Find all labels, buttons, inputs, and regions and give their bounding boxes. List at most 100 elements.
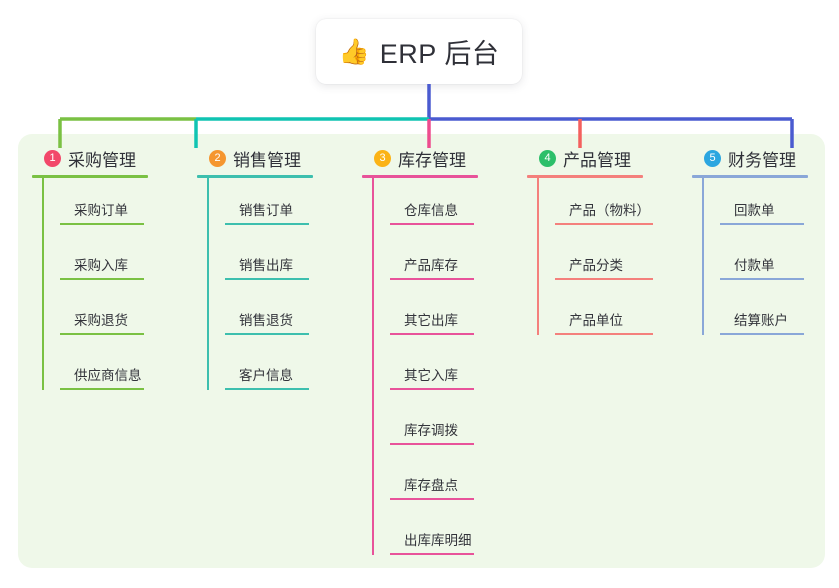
branch-item[interactable]: 库存调拨 [390, 398, 512, 453]
branch-item-rule [720, 278, 804, 280]
branch-spine [702, 178, 704, 335]
branch-item-label: 其它出库 [404, 313, 458, 328]
branch-spine [207, 178, 209, 390]
branch-title: 产品管理 [563, 150, 631, 170]
branch-item-label: 回款单 [734, 203, 775, 218]
branch-item-list: 回款单付款单结算账户 [692, 178, 839, 343]
branch-item[interactable]: 采购入库 [60, 233, 182, 288]
branch-item-label: 供应商信息 [74, 368, 142, 383]
branch-item-label: 产品分类 [569, 258, 623, 273]
branch-header[interactable]: 5 财务管理 [692, 146, 839, 170]
branch-header[interactable]: 4 产品管理 [527, 146, 677, 170]
branch-item[interactable]: 仓库信息 [390, 178, 512, 233]
branch-header[interactable]: 2 销售管理 [197, 146, 347, 170]
branch-item-rule [390, 443, 474, 445]
branch-header-rule [32, 175, 148, 178]
branch-item-label: 结算账户 [734, 313, 788, 328]
branch-item-rule [60, 388, 144, 390]
branch-item[interactable]: 销售出库 [225, 233, 347, 288]
branch-item-list: 销售订单销售出库销售退货客户信息 [197, 178, 347, 398]
root-title: ERP 后台 [379, 39, 500, 69]
branch-item[interactable]: 其它出库 [390, 288, 512, 343]
branch-item-rule [555, 223, 653, 225]
branch-item[interactable]: 库存盘点 [390, 453, 512, 508]
branch-item-label: 库存调拨 [404, 423, 458, 438]
branch-number-badge: 5 [704, 149, 721, 167]
branch-item-rule [390, 388, 474, 390]
branch-item[interactable]: 出库库明细 [390, 508, 512, 563]
branch-item[interactable]: 付款单 [720, 233, 839, 288]
branch-item-label: 出库库明细 [404, 533, 472, 548]
branch-item-rule [555, 278, 653, 280]
branch-item[interactable]: 其它入库 [390, 343, 512, 398]
branch-title: 销售管理 [233, 150, 301, 170]
branch-column: 4 产品管理产品（物料） 产品分类产品单位 [527, 146, 677, 343]
branch-spine [537, 178, 539, 335]
branch-item-label: 销售出库 [239, 258, 293, 273]
branch-column: 3 库存管理仓库信息产品库存其它出库其它入库库存调拨库存盘点出库库明细 [362, 146, 512, 563]
branch-item-label: 仓库信息 [404, 203, 458, 218]
branch-item[interactable]: 采购退货 [60, 288, 182, 343]
branch-item-label: 产品单位 [569, 313, 623, 328]
branch-spine [372, 178, 374, 555]
branch-item-label: 付款单 [734, 258, 775, 273]
branch-item-label: 其它入库 [404, 368, 458, 383]
branch-item-label: 采购退货 [74, 313, 128, 328]
branch-item-rule [60, 223, 144, 225]
branch-item-rule [720, 223, 804, 225]
branch-item-rule [225, 278, 309, 280]
branch-item[interactable]: 采购订单 [60, 178, 182, 233]
branch-title: 采购管理 [68, 150, 136, 170]
branch-item-rule [720, 333, 804, 335]
branch-column: 5 财务管理回款单付款单结算账户 [692, 146, 839, 343]
branch-item-label: 产品（物料） [569, 203, 650, 218]
branch-item-list: 产品（物料） 产品分类产品单位 [527, 178, 677, 343]
branch-header-rule [527, 175, 643, 178]
branch-title: 财务管理 [728, 150, 796, 170]
branch-title: 库存管理 [398, 150, 466, 170]
branch-column: 2 销售管理销售订单销售出库销售退货客户信息 [197, 146, 347, 398]
branch-header-rule [362, 175, 478, 178]
branch-number-badge: 4 [539, 149, 556, 167]
branch-item-label: 客户信息 [239, 368, 293, 383]
branch-item[interactable]: 回款单 [720, 178, 839, 233]
branch-number-badge: 3 [374, 149, 391, 167]
branch-item-label: 产品库存 [404, 258, 458, 273]
branch-header-rule [197, 175, 313, 178]
branch-item-rule [60, 278, 144, 280]
branch-item-rule [555, 333, 653, 335]
branch-item-label: 采购订单 [74, 203, 128, 218]
branch-header[interactable]: 1 采购管理 [32, 146, 182, 170]
branches-panel [18, 134, 825, 568]
root-node[interactable]: 👍 ERP 后台 [316, 19, 522, 84]
branch-spine [42, 178, 44, 390]
branch-item[interactable]: 产品分类 [555, 233, 677, 288]
branch-item-rule [390, 223, 474, 225]
branch-number-badge: 2 [209, 149, 226, 167]
branch-item[interactable]: 客户信息 [225, 343, 347, 398]
branch-item-rule [225, 333, 309, 335]
branch-item[interactable]: 产品单位 [555, 288, 677, 343]
branch-item-rule [390, 553, 474, 555]
branch-item-rule [390, 278, 474, 280]
branch-item[interactable]: 产品（物料） [555, 178, 677, 233]
branch-item-rule [225, 388, 309, 390]
branch-item[interactable]: 销售退货 [225, 288, 347, 343]
branch-item-rule [225, 223, 309, 225]
branch-item[interactable]: 产品库存 [390, 233, 512, 288]
branch-column: 1 采购管理采购订单采购入库采购退货供应商信息 [32, 146, 182, 398]
branch-item[interactable]: 结算账户 [720, 288, 839, 343]
branch-item-label: 采购入库 [74, 258, 128, 273]
branch-item-list: 采购订单采购入库采购退货供应商信息 [32, 178, 182, 398]
branch-item[interactable]: 销售订单 [225, 178, 347, 233]
branch-item-label: 库存盘点 [404, 478, 458, 493]
branch-header[interactable]: 3 库存管理 [362, 146, 512, 170]
branch-item-rule [390, 498, 474, 500]
branch-item-rule [390, 333, 474, 335]
branch-header-rule [692, 175, 808, 178]
branch-number-badge: 1 [44, 149, 61, 167]
branch-item[interactable]: 供应商信息 [60, 343, 182, 398]
branch-item-label: 销售退货 [239, 313, 293, 328]
